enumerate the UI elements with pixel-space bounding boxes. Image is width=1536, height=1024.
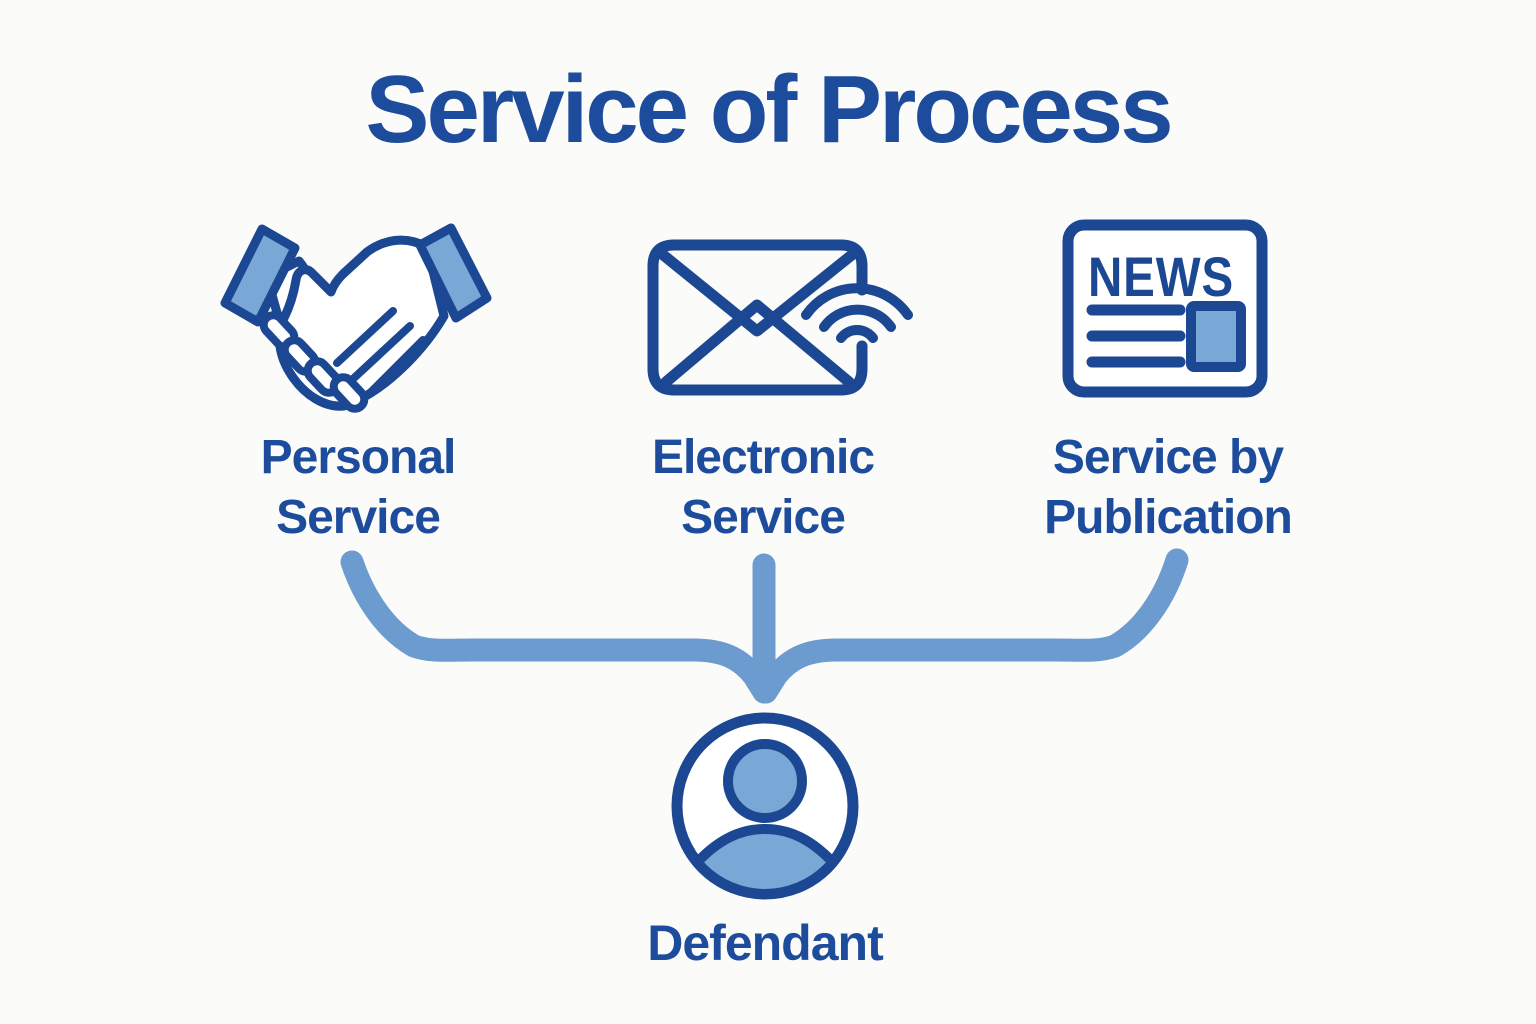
newspaper-text-lines [1086,304,1186,368]
newspaper-headline: NEWS [1088,245,1234,308]
label-line: Electronic [651,431,875,484]
envelope-fold-lines [660,299,855,388]
envelope-flap [656,248,859,337]
defendant-label: Defendant [647,915,883,971]
label-line: Personal [260,431,457,484]
newspaper-photo-box [1186,301,1246,372]
envelope-wireless-icon [647,239,913,396]
person-head [723,739,807,823]
envelope-body [647,239,868,396]
newspaper-icon: NEWS [1062,219,1268,398]
method-label-service-by-publication: Service by Publication [918,428,1418,548]
label-line: Service by [1052,431,1284,484]
wireless-waves [801,283,913,343]
connector-right-branch [754,548,1189,704]
person-shoulders [687,823,843,889]
connector-left-branch [340,550,776,704]
method-label-electronic-service: Electronic Service [513,428,1013,548]
label-line: Publication [1044,491,1293,544]
label-line: Service [276,491,441,544]
person-icon [671,712,859,900]
handshake-icon [220,223,492,413]
diagram-title: Service of Process [365,56,1173,163]
method-label-personal-service: Personal Service [108,428,608,548]
label-line: Service [681,491,846,544]
